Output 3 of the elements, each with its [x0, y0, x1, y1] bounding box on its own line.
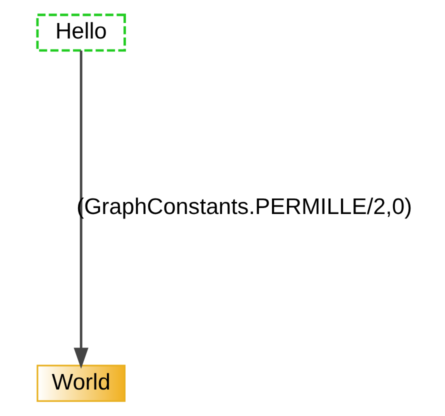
arrow — [74, 50, 88, 369]
node-box: World — [36, 364, 126, 402]
node-box: Hello — [36, 14, 126, 52]
